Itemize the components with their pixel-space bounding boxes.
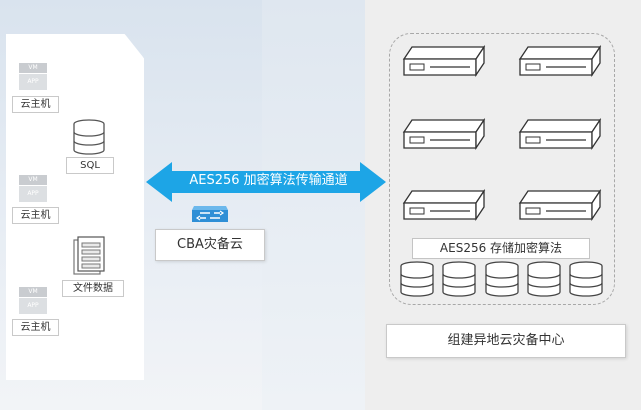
vm-tag: VM [19,63,47,73]
transfer-channel-arrow [146,162,386,202]
background-stripe [262,0,372,410]
app-tag: APP [19,298,47,314]
storage-cluster-frame [389,33,615,305]
channel-label: AES256 加密算法传输通道 [189,173,348,188]
cba-cloud-box: CBA灾备云 [155,229,265,261]
disaster-recovery-center-box: 组建异地云灾备中心 [386,324,626,358]
vm-tag: VM [19,287,47,297]
server-icon [518,189,602,222]
storage-encryption-label: AES256 存储加密算法 [412,238,590,259]
server-icon [402,189,486,222]
vm-icon: VM APP [19,175,49,205]
database-icon [527,261,561,297]
vm-caption: 云主机 [12,207,59,224]
vm-icon: VM APP [19,287,49,317]
vm-icon: VM APP [19,63,49,93]
server-icon [518,118,602,151]
file-data-label: 文件数据 [62,280,124,297]
database-icon [569,261,603,297]
database-icon [442,261,476,297]
server-icon [402,45,486,78]
server-icon [518,45,602,78]
vm-caption: 云主机 [12,319,59,336]
vm-tag: VM [19,175,47,185]
database-icon [400,261,434,297]
vm-caption: 云主机 [12,96,59,113]
network-switch-icon [192,206,228,222]
app-tag: APP [19,74,47,90]
app-tag: APP [19,186,47,202]
server-icon [402,118,486,151]
database-icon [485,261,519,297]
database-icon [73,119,105,155]
file-data-icon [73,236,105,275]
sql-label: SQL [66,157,114,174]
